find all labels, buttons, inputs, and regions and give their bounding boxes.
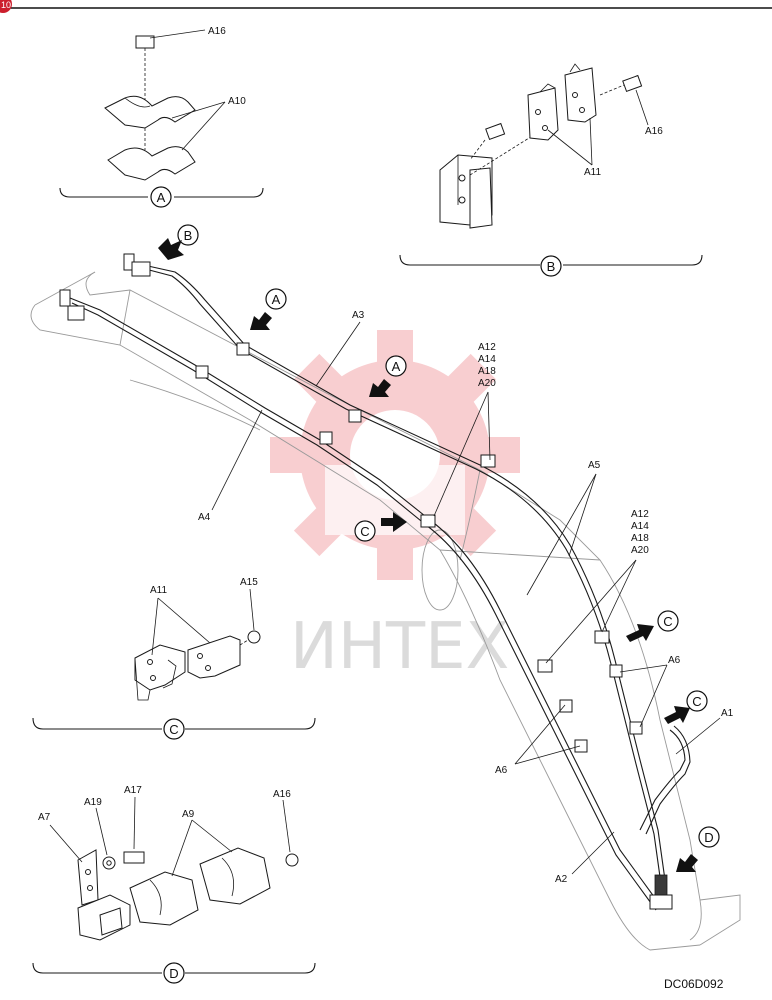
callout-a-2: A: [392, 359, 401, 374]
view-b: A16 A11 B: [399, 63, 703, 277]
view-b-label-a11: A11: [584, 167, 601, 178]
view-d-label-a9: A9: [182, 809, 195, 820]
stack-top-0: A12: [478, 342, 496, 353]
boom-outline: [30, 271, 741, 951]
view-c-callout: C: [169, 722, 178, 737]
label-a6-left: A6: [495, 765, 508, 776]
callout-d: D: [704, 830, 713, 845]
arrow-c-2: [626, 624, 654, 642]
label-a3: A3: [352, 310, 365, 321]
stack-mid-1: A14: [631, 521, 649, 532]
drawing-code: DC06D092: [664, 977, 724, 991]
arrow-b: [158, 238, 184, 260]
view-c-label-a15: A15: [240, 577, 258, 588]
arrow-c-1: [381, 512, 407, 532]
view-c-label-a11: A11: [150, 585, 167, 596]
view-b-callout: B: [547, 259, 556, 274]
stack-mid-2: A18: [631, 533, 649, 544]
pipes: [59, 253, 691, 911]
view-d: A7 A19 A17 A9 A16 D: [32, 785, 316, 984]
callout-b: B: [184, 228, 193, 243]
label-a1: A1: [721, 708, 734, 719]
callout-a-1: A: [272, 292, 281, 307]
view-d-label-a19: A19: [84, 797, 102, 808]
label-a4: A4: [198, 512, 211, 523]
label-a6-right: A6: [668, 655, 681, 666]
arrow-c-3: [664, 706, 690, 724]
view-b-label-a16: A16: [645, 126, 663, 137]
arrow-d: [676, 854, 698, 872]
view-d-label-a7: A7: [38, 812, 51, 823]
stack-top-3: A20: [478, 378, 496, 389]
page-badge: [0, 0, 12, 13]
stack-top-1: A14: [478, 354, 496, 365]
arrow-a-1: [250, 312, 272, 330]
view-c: A11 A15 C: [32, 577, 316, 740]
main-labels: A3 A4 A12 A14 A18 A20 A5 A12 A14 A18 A20…: [198, 310, 734, 885]
callout-c-3: C: [692, 694, 701, 709]
main-callouts: B A A C C C D: [158, 224, 720, 872]
arrow-a-2: [369, 379, 391, 397]
page-badge-text: 10: [1, 0, 11, 10]
callout-c-2: C: [663, 614, 672, 629]
stack-top-2: A18: [478, 366, 496, 377]
view-d-callout: D: [169, 966, 178, 981]
view-d-label-a16: A16: [273, 789, 291, 800]
watermark-text: ИНТЕХ: [290, 610, 509, 684]
view-a-label-a16: A16: [208, 26, 226, 37]
label-a2: A2: [555, 874, 568, 885]
stack-mid-0: A12: [631, 509, 649, 520]
view-a: A16 A10 A: [59, 26, 264, 208]
view-d-label-a17: A17: [124, 785, 142, 796]
callout-c-1: C: [360, 524, 369, 539]
label-a5: A5: [588, 460, 601, 471]
view-a-label-a10: A10: [228, 96, 246, 107]
watermark-gear: [270, 330, 520, 580]
stack-mid-3: A20: [631, 545, 649, 556]
view-a-callout: A: [157, 190, 166, 205]
